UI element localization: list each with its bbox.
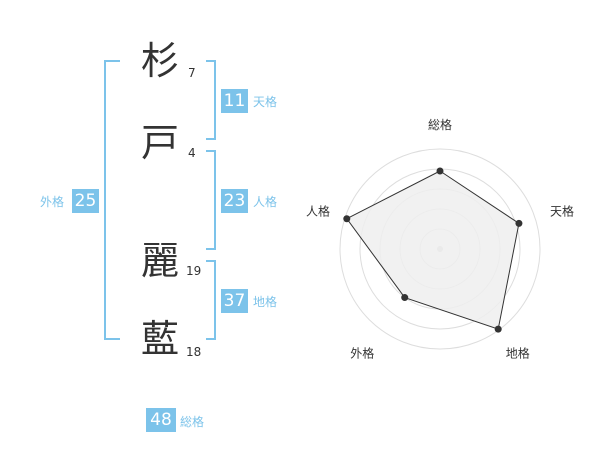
jinkaku-value: 23 <box>221 189 248 213</box>
stroke-count-1: 7 <box>188 66 196 80</box>
jinkaku-label: 人格 <box>253 195 278 209</box>
name-char-1: 杉 <box>141 39 180 83</box>
radar-axis-label-5: 人格 <box>306 203 330 218</box>
radar-axis-label-3: 地格 <box>506 346 530 361</box>
tenkaku-label: 天格 <box>253 95 278 109</box>
gaikaku-bracket <box>104 60 120 340</box>
radar-point-4 <box>401 294 409 302</box>
jinkaku-bracket <box>206 150 216 250</box>
gaikaku-value: 25 <box>72 189 99 213</box>
gaikaku-label: 外格 <box>40 195 65 209</box>
radar-axis-label-2: 天格 <box>550 203 574 218</box>
name-char-3: 麗 <box>141 239 180 283</box>
chikaku-label: 地格 <box>253 295 278 309</box>
radar-axis-label-1: 総格 <box>428 117 452 132</box>
radar-grid-ring <box>339 148 541 350</box>
tenkaku-value: 11 <box>221 89 248 113</box>
soukaku-value: 48 <box>146 408 176 432</box>
chikaku-bracket <box>206 260 216 340</box>
radar-point-5 <box>343 215 351 223</box>
tenkaku-bracket <box>206 60 216 140</box>
stroke-count-4: 18 <box>186 345 202 359</box>
radar-shape <box>346 170 520 330</box>
name-char-2: 戸 <box>141 121 180 165</box>
stroke-count-2: 4 <box>188 146 196 160</box>
soukaku-label: 総格 <box>180 415 205 429</box>
radar-point-3 <box>494 325 502 333</box>
radar-point-1 <box>436 167 444 175</box>
stroke-count-3: 19 <box>186 264 202 278</box>
radar-point-2 <box>515 219 523 227</box>
radar-axis-label-4: 外格 <box>350 346 374 361</box>
name-char-4: 藍 <box>141 317 180 361</box>
chikaku-value: 37 <box>221 289 248 313</box>
